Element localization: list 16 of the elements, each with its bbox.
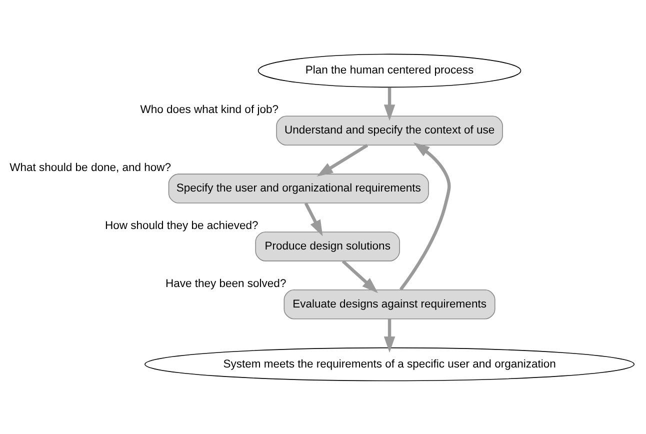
node-box: Produce design solutions [255,231,400,261]
arrow [342,259,378,293]
node-box: Specify the user and organizational requirements [168,173,429,203]
node-box: Understand and specify the context of use [276,115,503,146]
node-label: Who does what kind of job? [140,104,278,116]
node-label: How should they be achieved? [105,219,258,232]
node-box: Evaluate designs against requirements [284,288,496,319]
arrow [304,202,323,236]
arrow [384,86,396,120]
node-ellipse: Plan the human centered process [258,53,522,88]
arrow [316,143,368,176]
node-label: What should be done, and how? [10,162,172,174]
arrow [399,142,451,290]
node-ellipse: System meets the requirements of a specific user and organization [144,346,635,381]
arrow [384,318,396,352]
node-label: Have they been solved? [165,277,286,290]
